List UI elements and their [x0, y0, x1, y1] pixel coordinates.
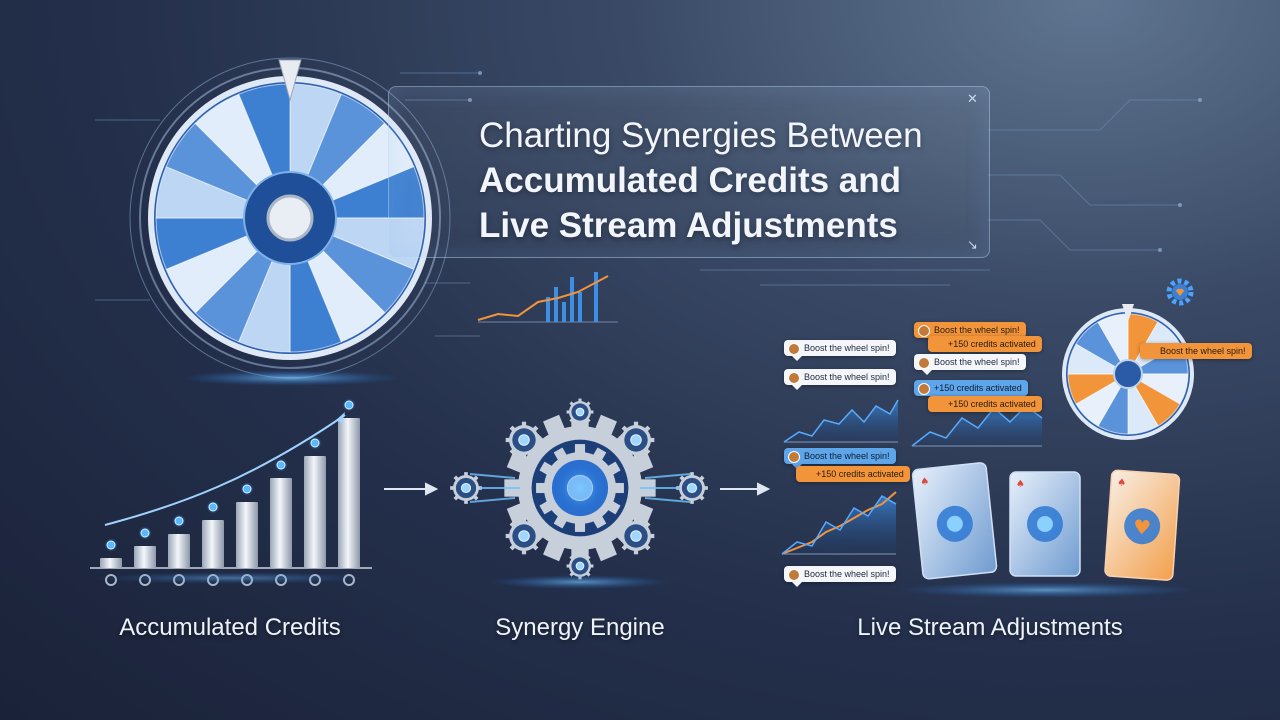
gear-icon: [617, 421, 655, 459]
playing-card-3: ♥ ♠: [1104, 469, 1181, 581]
energy-line: [644, 473, 691, 479]
credit-dot: [140, 528, 150, 538]
credit-dot: [242, 484, 252, 494]
avatar: [918, 357, 930, 369]
caption-synergy-engine: Synergy Engine: [495, 614, 665, 641]
synergy-engine-gears: [450, 398, 708, 580]
caption-live-stream-adjustments: Live Stream Adjustments: [857, 614, 1123, 641]
energy-line: [469, 497, 516, 503]
avatar: [788, 372, 800, 384]
caption-accumulated-credits: Accumulated Credits: [119, 614, 341, 641]
avatar: [788, 451, 800, 463]
gear-icon: [617, 517, 655, 555]
credit-dot: [106, 540, 116, 550]
energy-line: [469, 473, 516, 479]
credit-bar: [134, 546, 156, 568]
chat-wheel-notice: Boost the wheel spin!: [1140, 343, 1252, 359]
chat-message: Boost the wheel spin!: [784, 340, 896, 361]
page-title: Charting Synergies Between Accumulated C…: [479, 113, 979, 248]
stream-area-chart-1: [783, 399, 899, 443]
gear-icon: [566, 398, 594, 426]
credit-dot: [276, 460, 286, 470]
chat-credit-notice: +150 credits activated: [928, 336, 1042, 352]
playing-card-2: ♠: [1009, 471, 1081, 577]
playing-card-1: ♠: [911, 462, 998, 580]
credit-dot: [208, 502, 218, 512]
chat-message: +150 credits activated: [914, 380, 1028, 396]
heart-icon: ♥: [1132, 515, 1152, 540]
circuit-lines: [95, 72, 1200, 337]
mini-line-chart: [477, 272, 618, 323]
svg-text:♠: ♠: [1117, 477, 1127, 489]
credit-bar: [304, 456, 326, 568]
gear-icon: [505, 517, 543, 555]
wheel-pointer-icon: [278, 59, 302, 102]
chat-message: Boost the wheel spin!: [914, 322, 1026, 338]
stream-area-chart-3: [911, 405, 1043, 447]
avatar: [918, 383, 930, 395]
chat-message: Boost the wheel spin!: [784, 448, 896, 469]
chat-credit-notice: +150 credits activated: [796, 466, 910, 482]
flow-arrows: [384, 482, 771, 496]
avatar: [918, 325, 930, 337]
avatar: [788, 569, 800, 581]
credit-bar: [100, 558, 122, 568]
title-line-2: Accumulated Credits and: [479, 161, 902, 200]
credit-bar: [338, 418, 360, 568]
engine-core-glow: [556, 464, 604, 512]
credit-dot: [344, 400, 354, 410]
chat-message: Boost the wheel spin!: [914, 354, 1026, 375]
title-line-3: Live Stream Adjustments: [479, 206, 898, 245]
title-line-1: Charting Synergies Between: [479, 116, 923, 155]
credit-dot: [174, 516, 184, 526]
chat-message: Boost the wheel spin!: [784, 369, 896, 390]
gear-icon: [505, 421, 543, 459]
resize-icon: ↘: [967, 237, 978, 252]
credit-bar: [236, 502, 258, 568]
credit-dot: [310, 438, 320, 448]
chat-credit-notice: +150 credits activated: [928, 396, 1042, 412]
gear-icon: [566, 552, 594, 580]
credit-bar: [270, 478, 292, 568]
prize-wheel-large: [129, 57, 451, 379]
energy-line: [644, 497, 691, 503]
title-card: ✕ ↘ Charting Synergies Between Accumulat…: [388, 86, 990, 258]
avatar: [788, 343, 800, 355]
gear-icon: [676, 472, 708, 504]
svg-text:♠: ♠: [1016, 479, 1025, 490]
credit-bar: [168, 534, 190, 568]
gear-icon: [450, 472, 482, 504]
close-icon[interactable]: ✕: [967, 91, 978, 106]
gear-icon: [1166, 278, 1194, 306]
credits-bar-chart: [90, 398, 372, 586]
credit-bar: [202, 520, 224, 568]
svg-text:♠: ♠: [920, 476, 930, 488]
stream-area-chart-2: [781, 491, 897, 555]
prize-wheel-small: [1062, 308, 1194, 440]
chat-message: Boost the wheel spin!: [784, 566, 896, 587]
